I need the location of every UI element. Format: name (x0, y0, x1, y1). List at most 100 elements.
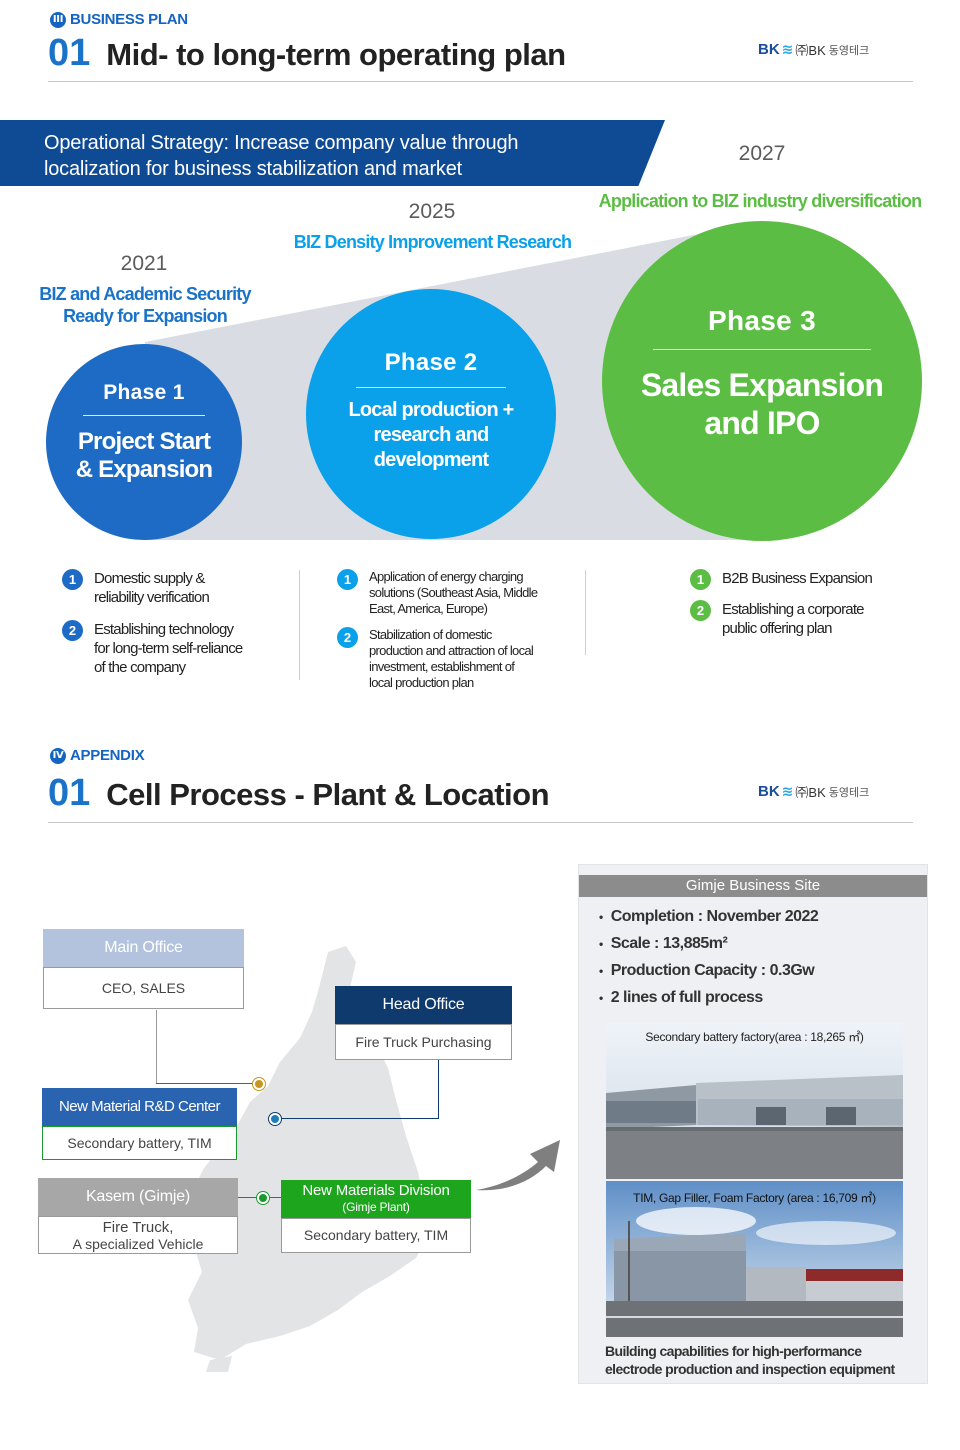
title-text: Cell Process - Plant & Location (106, 777, 549, 812)
banner-line-2: localization for business stabilization … (44, 158, 462, 180)
spec-value: 0.3Gw (769, 961, 815, 979)
rnd-connector (156, 1083, 259, 1084)
phase1-desc: Project Start & Expansion (76, 428, 213, 484)
phase3-desc-line2: and IPO (704, 405, 820, 441)
logo-korean: 동영테크 (828, 786, 870, 799)
phase1-biz-line2: Ready for Expansion (63, 306, 228, 326)
number-badge: 2 (690, 600, 711, 621)
bullet-icon: • (599, 936, 603, 951)
new-materials-head: New Materials Division (Gimje Plant) (281, 1180, 471, 1218)
gimje-site-panel: Gimje Business Site • Completion: Novemb… (578, 864, 928, 1384)
phase2-label: Phase 2 (384, 349, 478, 376)
bullet-line: B2B Business Expansion (722, 570, 873, 587)
phase3-divider (653, 349, 871, 350)
number-badge: 2 (62, 620, 83, 641)
phase2-desc-line2: research and (373, 424, 490, 446)
head-office-pin-icon (269, 1113, 281, 1125)
bullet-line: of the company (94, 659, 186, 676)
site-footer: Building capabilities for high-performan… (605, 1342, 925, 1378)
bullet-text: B2B Business Expansion (722, 569, 873, 588)
bullet-line: production and attraction of local (369, 643, 534, 658)
site-specs: • Completion: November 2022 • Scale: 13,… (579, 897, 927, 1011)
spec-value: 2 lines of full process (610, 988, 764, 1006)
rnd-center-body: Secondary battery, TIM (42, 1126, 237, 1160)
company-logo: BK ≋ ㈜BK 동영테크 (758, 40, 869, 59)
roman-numeral-icon: IV (50, 747, 66, 764)
phase2-biz: BIZ Density Improvement Research (293, 232, 572, 252)
phase2-desc-line3: development (373, 449, 489, 471)
tim-factory-photo: TIM, Gap Filler, Foam Factory (area : 16… (606, 1181, 903, 1337)
factory-photo-1-image (606, 1023, 903, 1179)
phase2-desc-line1: Local production + (348, 399, 514, 421)
spec-lines: • 2 lines of full process (599, 984, 927, 1011)
spec-completion: • Completion: November 2022 (599, 903, 927, 930)
gimje-pin-icon (257, 1192, 269, 1204)
bullet-line: Establishing a corporate (722, 601, 865, 618)
head-office-connector-h (276, 1118, 439, 1119)
rnd-center-card: New Material R&D Center Secondary batter… (42, 1088, 237, 1160)
new-materials-body: Secondary battery, TIM (281, 1218, 471, 1253)
phase1-label: Phase 1 (103, 381, 185, 404)
banner-line-1: Operational Strategy: Increase company v… (44, 132, 519, 154)
phase1-divider (83, 415, 205, 416)
phase3-circle: Phase 3 Sales Expansion and IPO (602, 221, 922, 541)
phase3-bullets: 1 B2B Business Expansion 2 Establishing … (690, 569, 930, 638)
logo-korean: 동영테크 (828, 44, 870, 57)
site-footer-line2: electrode production and inspection equi… (605, 1361, 895, 1377)
list-item: 1 Domestic supply & reliability verifica… (62, 569, 292, 607)
head-office-title: Head Office (335, 986, 512, 1024)
spec-value: 13,885m² (662, 934, 728, 952)
logo-company: ㈜BK (795, 43, 826, 58)
bullet-line: reliability verification (94, 589, 210, 606)
site-footer-line1: Building capabilities for high-performan… (605, 1343, 862, 1359)
bullet-line: solutions (Southeast Asia, Middle (369, 585, 538, 600)
number-badge: 1 (62, 569, 83, 590)
photo1-caption: Secondary battery factory(area : 18,265 … (645, 1030, 864, 1044)
list-item: 2 Establishing a corporate public offeri… (690, 600, 930, 638)
section-tag-label: BUSINESS PLAN (70, 11, 188, 28)
logo-wave-icon: ≋ (781, 783, 794, 799)
spec-label: Completion (610, 907, 695, 925)
main-office-pin-icon (253, 1078, 265, 1090)
new-materials-title: New Materials Division (302, 1182, 450, 1199)
bullet-line: Stabilization of domestic (369, 627, 492, 642)
rnd-center-title: New Material R&D Center (42, 1088, 237, 1126)
kasem-body-line1: Fire Truck, (102, 1219, 174, 1236)
column-divider (585, 570, 586, 655)
new-materials-card: New Materials Division (Gimje Plant) Sec… (281, 1180, 471, 1253)
spec-capacity: • Production Capacity: 0.3Gw (599, 957, 927, 984)
bullet-line: public offering plan (722, 620, 832, 637)
logo-wave-icon: ≋ (781, 41, 794, 57)
phase3-desc-line1: Sales Expansion (640, 367, 884, 403)
spec-sep: : (760, 961, 766, 979)
bullet-line: Domestic supply & (94, 570, 205, 587)
section-tag: IV APPENDIX (50, 747, 145, 764)
logo-mark: BK (758, 41, 780, 58)
roman-numeral-icon: III (50, 11, 66, 28)
list-item: 1 Application of energy charging solutio… (337, 569, 577, 617)
main-office-card: Main Office CEO, SALES (43, 929, 244, 1009)
list-item: 2 Stabilization of domestic production a… (337, 627, 577, 691)
bullet-line: Establishing technology (94, 621, 234, 638)
photo2-caption: TIM, Gap Filler, Foam Factory (area : 16… (633, 1191, 876, 1205)
title-divider (48, 81, 913, 82)
spec-label: Scale (610, 934, 651, 952)
number-badge: 1 (690, 569, 711, 590)
strategy-banner: Operational Strategy: Increase company v… (0, 120, 665, 186)
number-badge: 2 (337, 627, 358, 648)
kasem-body: Fire Truck, A specialized Vehicle (38, 1216, 238, 1254)
main-office-connector (156, 1010, 157, 1084)
phase2-divider (356, 387, 506, 388)
logo-company: ㈜BK (795, 785, 826, 800)
head-office-card: Head Office Fire Truck Purchasing (335, 986, 512, 1060)
title-text: Mid- to long-term operating plan (106, 37, 566, 72)
bullet-icon: • (599, 909, 603, 924)
list-item: 2 Establishing technology for long-term … (62, 620, 292, 677)
kasem-card: Kasem (Gimje) Fire Truck, A specialized … (38, 1178, 238, 1254)
main-office-body: CEO, SALES (43, 967, 244, 1009)
spec-value: November 2022 (706, 907, 819, 925)
gimje-site-title: Gimje Business Site (579, 875, 927, 897)
page-title: 01 Mid- to long-term operating plan (48, 32, 566, 75)
spec-label: Production Capacity (610, 961, 758, 979)
main-office-title: Main Office (43, 929, 244, 967)
